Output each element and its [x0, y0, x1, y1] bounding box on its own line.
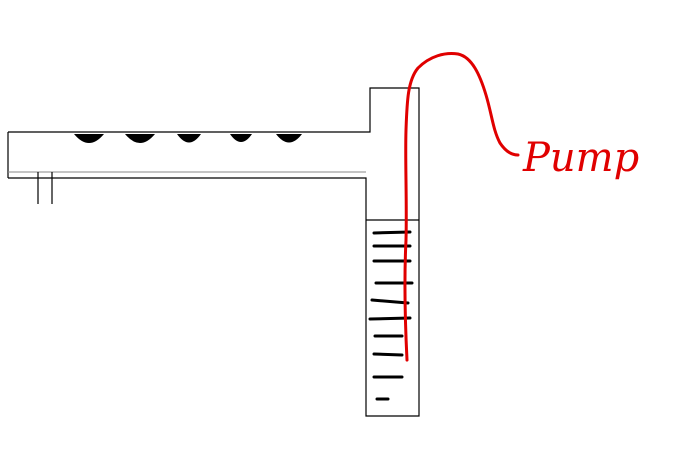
water-level-icon: [370, 298, 410, 305]
air-bubble-icon: [177, 134, 201, 143]
air-bubble-icon: [230, 134, 252, 142]
pump-label: Pump: [522, 135, 639, 181]
water-strokes: [368, 230, 414, 401]
air-bubble-icon: [276, 134, 302, 143]
bubbles: [74, 134, 302, 143]
water-level-icon: [372, 230, 412, 235]
water-level-icon: [372, 352, 404, 357]
air-bubble-icon: [74, 134, 104, 143]
pump-hose-icon: [403, 52, 520, 362]
water-level-icon: [368, 316, 412, 321]
drain-stub: [37, 172, 53, 204]
horizontal-pipe-top-wall: [8, 87, 420, 417]
air-bubble-icon: [125, 134, 155, 143]
